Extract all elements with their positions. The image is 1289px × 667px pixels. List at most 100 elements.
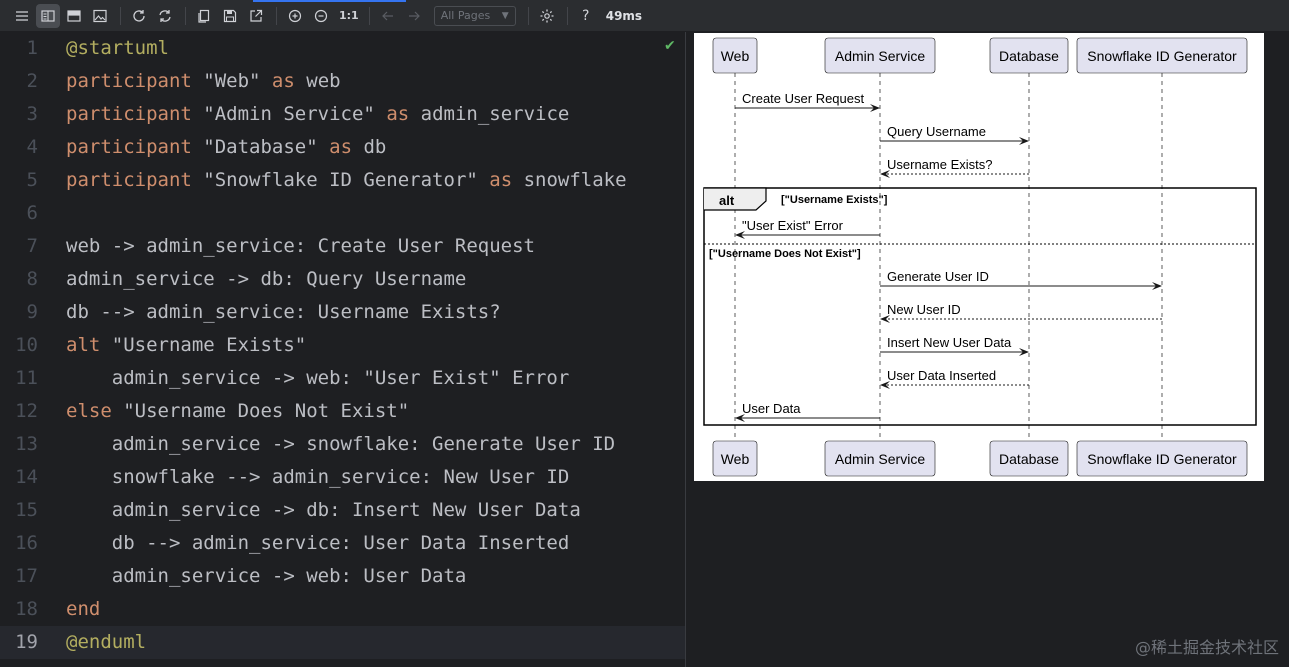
code-line[interactable]: 1 @startuml [0,32,685,65]
code-token: "Web" [191,70,272,92]
message-arrow-head [880,381,890,389]
save-icon [223,9,237,22]
editor-only-button[interactable] [62,4,86,28]
participant-label: Admin Service [835,451,925,467]
toolbar-separator [527,6,529,25]
code-token: @startuml [66,37,169,59]
line-number: 16 [15,532,38,554]
message-arrow-head [1019,348,1029,356]
message-label: Insert New User Data [887,335,1012,350]
chevron-down-icon: ▼ [501,10,509,21]
open-external-button[interactable] [244,4,268,28]
code-line[interactable]: 16 db --> admin_service: User Data Inser… [0,527,685,560]
code-token: participant [66,136,192,158]
participant-box [712,37,758,74]
line-number: 15 [15,499,38,521]
alt-keyword: alt [719,193,735,208]
line-number: 10 [15,334,38,356]
line-number: 5 [26,169,38,191]
preview-only-button[interactable] [88,4,112,28]
line-number: 19 [15,631,38,653]
code-token: "Admin Service" [191,103,387,125]
code-line[interactable]: 13 admin_service -> snowflake: Generate … [0,428,685,461]
code-token: snowflake [512,169,627,191]
code-token: admin_service -> db: Insert New User Dat… [66,499,581,521]
code-line[interactable]: 14 snowflake --> admin_service: New User… [0,461,685,494]
message-arrow-head [1152,282,1162,290]
zoom-reset-button[interactable]: 1:1 [339,9,359,22]
code-text: end [66,593,100,626]
arrow-right-icon [408,11,420,20]
participant-label: Database [999,48,1059,64]
menu-button[interactable] [10,4,34,28]
message-label: Username Exists? [887,157,992,172]
editor-only-icon [67,9,81,22]
code-token: participant [66,70,192,92]
code-line[interactable]: 6 [0,197,685,230]
code-text: snowflake --> admin_service: New User ID [66,461,570,494]
code-token: alt [66,334,101,356]
zoom-out-button[interactable] [309,4,333,28]
code-token: admin_service -> snowflake: Generate Use… [66,433,616,455]
message-arrow-head [870,104,880,112]
message-arrow-head [1019,137,1029,145]
settings-button[interactable] [535,4,559,28]
refresh-button[interactable] [127,4,151,28]
line-number: 4 [26,136,38,158]
line-number: 12 [15,400,38,422]
code-token: @enduml [66,631,147,653]
page-select[interactable]: All Pages ▼ [433,5,516,26]
code-token: "Snowflake ID Generator" [191,169,490,191]
code-line[interactable]: 17 admin_service -> web: User Data [0,560,685,593]
copy-button[interactable] [192,4,216,28]
code-token: admin_service -> web: "User Exist" Error [66,367,570,389]
zoom-out-icon [314,9,328,22]
save-button[interactable] [218,4,242,28]
split-view-button[interactable] [36,3,60,28]
code-line[interactable]: 11 admin_service -> web: "User Exist" Er… [0,362,685,395]
zoom-in-button[interactable] [283,4,307,28]
code-text: admin_service -> snowflake: Generate Use… [66,428,615,461]
message-arrow-head [735,414,745,422]
previous-page-button[interactable] [376,4,400,28]
code-text: @enduml [66,626,146,659]
next-page-button[interactable] [402,4,426,28]
code-text: participant "Web" as web [66,65,341,98]
sync-button[interactable] [153,4,177,28]
code-token: db --> admin_service: Username Exists? [66,301,501,323]
external-link-icon [250,9,263,22]
code-line[interactable]: 15 admin_service -> db: Insert New User … [0,494,685,527]
code-text: admin_service -> web: User Data [66,560,467,593]
help-button[interactable]: ? [574,4,598,28]
participant-label: Admin Service [835,48,925,64]
message-label: Generate User ID [887,269,989,284]
line-number: 1 [26,37,38,59]
code-token: else [66,400,112,422]
code-token: db --> admin_service: User Data Inserted [66,532,570,554]
participant-box [824,37,936,74]
participant-box [712,440,758,477]
participant-box [1076,37,1248,74]
line-number: 17 [15,565,38,587]
arrow-left-icon [381,11,393,20]
code-line[interactable]: 12 else "Username Does Not Exist" [0,395,685,428]
alt-else-condition: ["Username Does Not Exist"] [709,248,861,260]
alt-condition: ["Username Exists"] [781,194,888,206]
code-line[interactable]: 19 @enduml [0,626,685,659]
toolbar-accent-bar [253,0,406,2]
line-number: 13 [15,433,38,455]
code-token: "Username Does Not Exist" [111,400,410,422]
participant-label: Database [999,451,1059,467]
